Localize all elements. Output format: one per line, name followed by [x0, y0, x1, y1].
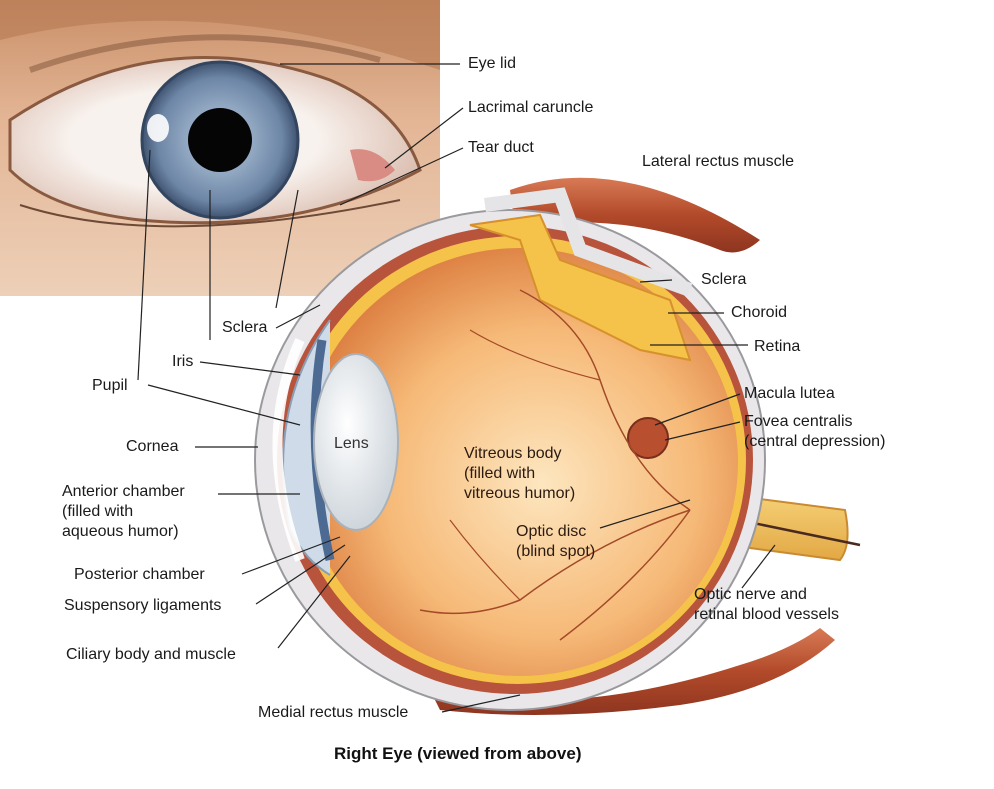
label-lens: Lens — [334, 435, 369, 452]
label-posterior-chamber: Posterior chamber — [74, 566, 205, 583]
label-medial-rectus-muscle: Medial rectus muscle — [258, 704, 409, 721]
label-sclera-right: Sclera — [701, 271, 747, 288]
label-suspensory-ligaments: Suspensory ligaments — [64, 597, 222, 614]
label-iris: Iris — [172, 353, 194, 370]
external-eye-photo — [0, 0, 440, 296]
label-cornea: Cornea — [126, 438, 179, 455]
label-ciliary-body-and-muscle: Ciliary body and muscle — [66, 646, 236, 663]
label-choroid: Choroid — [731, 304, 788, 321]
label-anterior-chamber: Anterior chamber (filled with aqueous hu… — [62, 483, 185, 540]
medial-rectus-shape — [430, 628, 835, 715]
lateral-rectus-shape — [510, 177, 760, 253]
label-retina: Retina — [754, 338, 801, 355]
leader-lines — [137, 63, 776, 713]
label-vitreous-body: Vitreous body (filled with vitreous humo… — [464, 445, 576, 502]
eyeball-section — [254, 187, 766, 711]
label-lateral-rectus-muscle: Lateral rectus muscle — [642, 153, 795, 170]
label-macula-lutea: Macula lutea — [744, 385, 835, 402]
label-sclera-left: Sclera — [222, 319, 268, 336]
label-eye-lid: Eye lid — [468, 55, 517, 72]
diagram-caption: Right Eye (viewed from above) — [334, 744, 582, 763]
label-pupil: Pupil — [92, 377, 128, 394]
label-tear-duct: Tear duct — [468, 139, 534, 156]
label-optic-nerve: Optic nerve and retinal blood vessels — [694, 586, 839, 623]
label-lacrimal-caruncle: Lacrimal caruncle — [468, 99, 594, 116]
label-optic-disc: Optic disc (blind spot) — [516, 523, 596, 560]
label-fovea-centralis: Fovea centralis (central depression) — [744, 413, 886, 450]
